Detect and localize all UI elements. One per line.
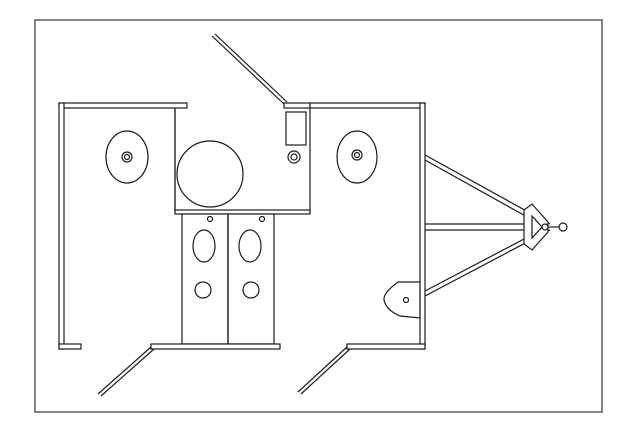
corner-sink-drain [402, 296, 410, 304]
trailer-hitch [424, 154, 568, 297]
urinal-flush-right [258, 215, 266, 223]
toilet-drain-inner [123, 153, 131, 161]
bottom-wall-left [97, 343, 281, 397]
hitch-coupler [531, 214, 543, 240]
urinal-drain-right [242, 281, 260, 299]
toilet-left [105, 130, 149, 184]
urinal-right [238, 229, 262, 263]
left-door-leaf-edge [100, 348, 155, 397]
right-room-bottom-wall [346, 343, 426, 350]
right-room-top-wall [309, 102, 426, 109]
cabinet-box [285, 111, 307, 146]
right-door-leaf [297, 346, 348, 393]
toilet-right [336, 130, 378, 184]
center-door-jamb [283, 102, 311, 109]
right-room-right-wall [419, 102, 426, 350]
small-sink-drain [290, 153, 298, 161]
toilet-drain-inner [353, 151, 361, 159]
left-bottom-wall [150, 343, 281, 350]
hitch-pin [541, 223, 549, 231]
left-room-top-wall [58, 102, 188, 109]
urinal-drain-left [194, 281, 212, 299]
center-door-leaf-edge [214, 33, 288, 103]
center-counter [174, 209, 311, 215]
urinal-stalls [181, 213, 275, 345]
hitch-ball [558, 222, 568, 232]
left-room-left-wall [58, 102, 65, 350]
right-door-leaf-edge [300, 348, 351, 395]
urinal-left [192, 229, 216, 263]
drawing-frame [34, 19, 603, 413]
left-door-leaf [97, 346, 152, 395]
urinal-flush-left [206, 215, 214, 223]
right-room [297, 102, 426, 395]
center-door-leaf [211, 35, 285, 105]
corner-sink [383, 281, 421, 319]
round-basin [176, 140, 244, 208]
left-room-bottom-wall [58, 343, 82, 350]
